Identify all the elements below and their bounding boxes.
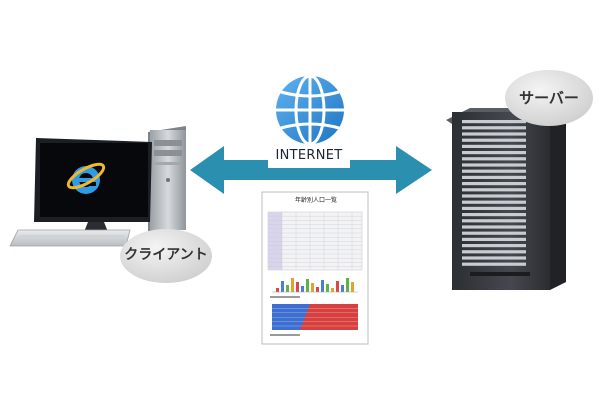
drive-bay [462,213,526,217]
drive-bay [462,138,526,142]
drive-bay [462,225,526,229]
drive-bay [462,256,526,260]
drive-bay [462,182,526,186]
document-bar-chart [272,278,358,293]
server-label: サーバー [519,89,579,107]
server-drive-bays [462,120,526,266]
report-document [261,191,369,345]
drive-bay [462,120,526,124]
client-label: クライアント [124,247,208,263]
drive-bay [462,132,526,136]
drive-bay [462,237,526,241]
drive-bay [462,262,526,266]
drive-bay [462,188,526,192]
drive-bay [462,144,526,148]
drive-bay [462,231,526,235]
drive-bay [462,244,526,248]
internet-label: INTERNET [275,148,343,163]
drive-bay [462,175,526,179]
drive-bay [462,163,526,167]
drive-bay [462,169,526,173]
client-label-bubble [120,229,212,283]
keyboard [9,229,131,247]
drive-bay [462,157,526,161]
bidirectional-arrow [190,146,432,194]
internet-explorer-icon [66,162,106,194]
document-table [267,211,363,271]
internet-label-box [268,146,350,168]
document-title: 年齢別人口一覧 [294,197,337,204]
client-computer [9,126,212,283]
drive-bay [462,126,526,130]
drive-bay [462,250,526,254]
drive-bay [462,206,526,210]
globe-icon [276,74,344,146]
drive-bay [462,200,526,204]
drive-bay [462,194,526,198]
server-label-bubble [505,70,593,126]
server-rack [446,108,566,290]
pc-tower [148,126,186,232]
document-band-chart [272,304,358,330]
drive-bay [462,219,526,223]
drive-bay [462,151,526,155]
